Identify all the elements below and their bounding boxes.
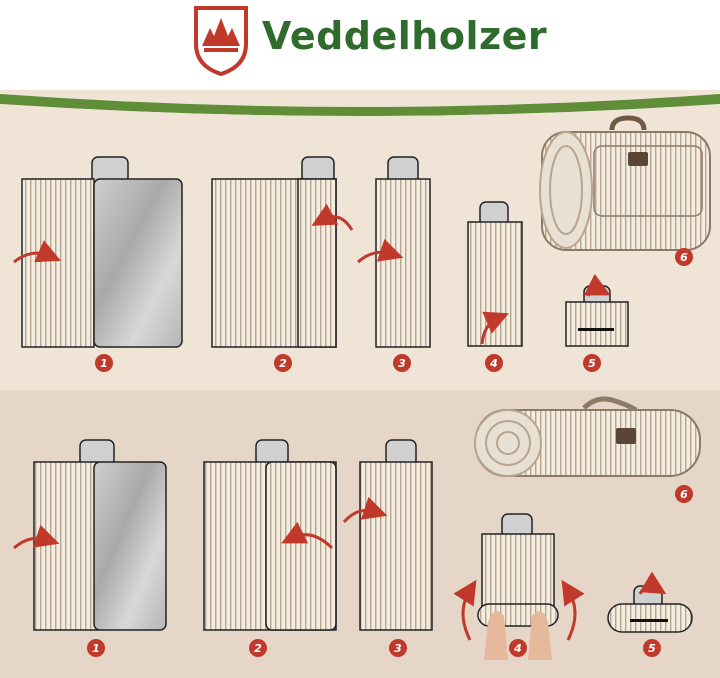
brand-name: Veddelholzer — [262, 14, 548, 58]
bottom-step-1-figure — [13, 439, 167, 631]
bottom-step-1-badge: 1 — [87, 639, 105, 657]
svg-text:4: 4 — [489, 357, 498, 370]
svg-text:1: 1 — [100, 357, 108, 370]
svg-text:6: 6 — [680, 488, 688, 501]
bottom-step-4-figure — [453, 513, 585, 660]
step-badges: 1 2 3 4 5 6 1 2 3 4 5 6 — [87, 248, 693, 657]
svg-text:3: 3 — [398, 357, 406, 370]
top-step-1-figure — [13, 156, 183, 348]
svg-text:3: 3 — [394, 642, 402, 655]
svg-text:5: 5 — [648, 642, 656, 655]
bottom-step-6-figure — [474, 396, 701, 477]
top-step-2-badge: 2 — [274, 354, 292, 372]
svg-text:1: 1 — [92, 642, 100, 655]
top-step-4-badge: 4 — [485, 354, 503, 372]
svg-text:2: 2 — [254, 642, 262, 655]
svg-text:5: 5 — [588, 357, 596, 370]
svg-text:4: 4 — [513, 642, 522, 655]
top-step-3-figure — [357, 156, 431, 348]
svg-text:2: 2 — [279, 357, 287, 370]
bottom-step-5-badge: 5 — [643, 639, 661, 657]
bottom-step-2-badge: 2 — [249, 639, 267, 657]
bottom-step-3-figure — [342, 439, 433, 631]
top-step-6-figure — [539, 115, 711, 251]
forest-shield-logo-icon — [194, 6, 248, 76]
top-step-5-badge: 5 — [583, 354, 601, 372]
bottom-step-3-badge: 3 — [389, 639, 407, 657]
bottom-step-6-badge: 6 — [675, 485, 693, 503]
bottom-step-4-badge: 4 — [509, 639, 527, 657]
top-step-6-badge: 6 — [675, 248, 693, 266]
top-step-5-figure — [565, 273, 629, 347]
top-step-4-figure — [467, 201, 523, 347]
svg-text:6: 6 — [680, 251, 688, 264]
top-step-3-badge: 3 — [393, 354, 411, 372]
bottom-step-2-figure — [203, 439, 337, 631]
bottom-step-5-figure — [607, 571, 693, 633]
top-step-1-badge: 1 — [95, 354, 113, 372]
green-wave-divider — [0, 94, 720, 120]
top-step-2-figure — [211, 156, 354, 348]
